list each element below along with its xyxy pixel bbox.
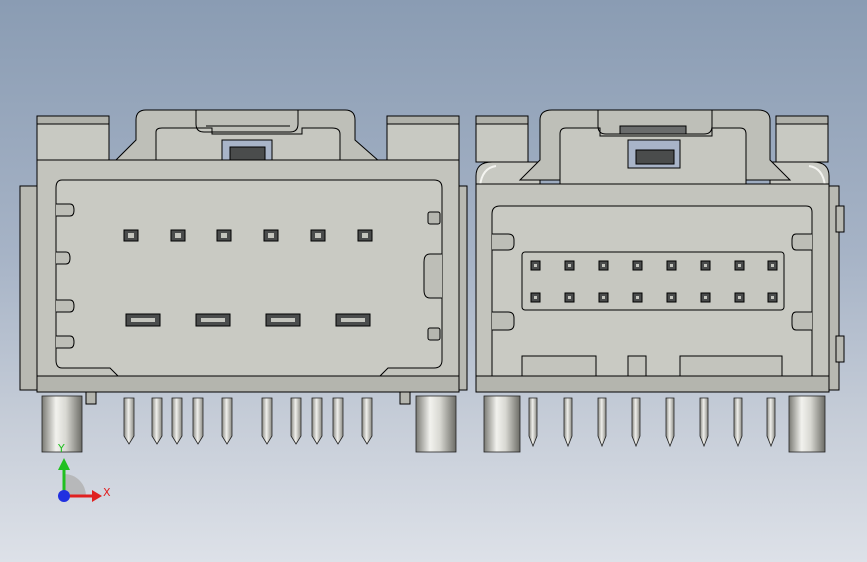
left-connector-side-flange-left bbox=[19, 185, 39, 391]
left-connector[interactable] bbox=[19, 109, 468, 405]
triad-z-axis bbox=[58, 490, 70, 502]
right-board-post-left bbox=[483, 395, 521, 453]
triad-x-label: X bbox=[103, 486, 111, 499]
left-connector-leads bbox=[41, 395, 457, 453]
right-board-post-right bbox=[788, 395, 826, 453]
reference-triad[interactable]: Y X bbox=[57, 442, 111, 502]
triad-x-arrow bbox=[92, 490, 102, 502]
triad-rotation-arc bbox=[64, 474, 86, 496]
right-connector[interactable] bbox=[475, 109, 845, 393]
left-connector-side-flange-right bbox=[458, 185, 468, 391]
left-board-post-right bbox=[415, 395, 457, 453]
right-connector-pin-field bbox=[521, 251, 785, 311]
left-connector-mating-face bbox=[55, 179, 443, 377]
left-board-post bbox=[41, 395, 83, 453]
right-connector-latch-slot bbox=[635, 149, 675, 165]
right-connector-leads bbox=[483, 395, 826, 453]
triad-y-arrow bbox=[58, 458, 70, 470]
left-connector-latch-slot bbox=[229, 146, 266, 162]
triad-y-label: Y bbox=[57, 442, 65, 455]
